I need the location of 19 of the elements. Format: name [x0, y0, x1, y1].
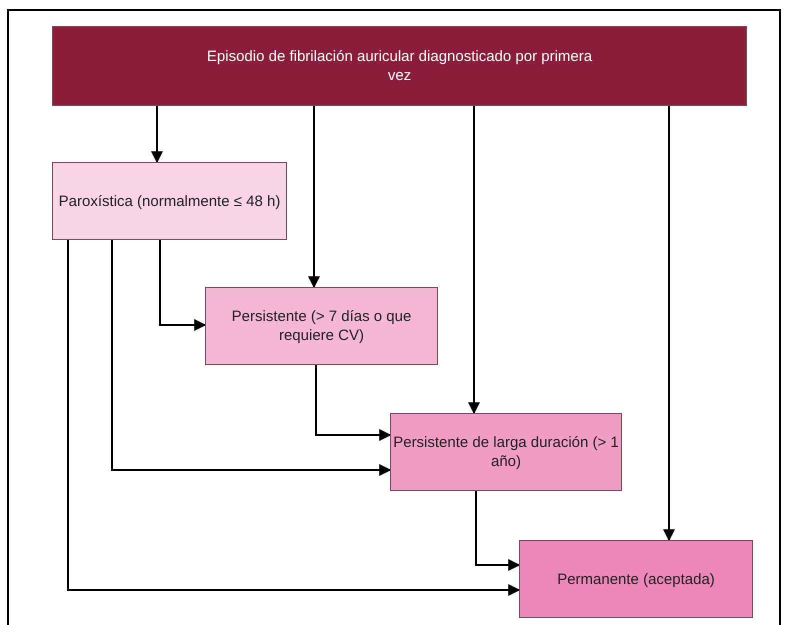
category-box: [390, 413, 622, 491]
arrow: [151, 106, 163, 164]
arrow: [308, 106, 320, 288]
category-box: [52, 162, 287, 240]
arrow: [663, 106, 675, 542]
category-label: Permanente (aceptada): [557, 570, 715, 588]
category-label: Persistente (> 7 días o que requiere CV): [230, 307, 412, 345]
arrow: [159, 240, 206, 331]
arrow: [475, 491, 520, 571]
header-box: [52, 26, 747, 106]
category-label: Persistente de larga duración (> 1 año): [392, 433, 620, 471]
category-box: [519, 540, 753, 618]
arrow: [67, 240, 520, 596]
arrow: [111, 240, 392, 476]
arrow: [468, 106, 480, 414]
category-label: Paroxística (normalmente ≤ 48 h): [58, 192, 280, 210]
category-box: [205, 287, 438, 365]
arrow: [315, 365, 392, 441]
heading-text: Episodio de fibrilación auricular diagnosticado por primera vez: [206, 47, 594, 85]
